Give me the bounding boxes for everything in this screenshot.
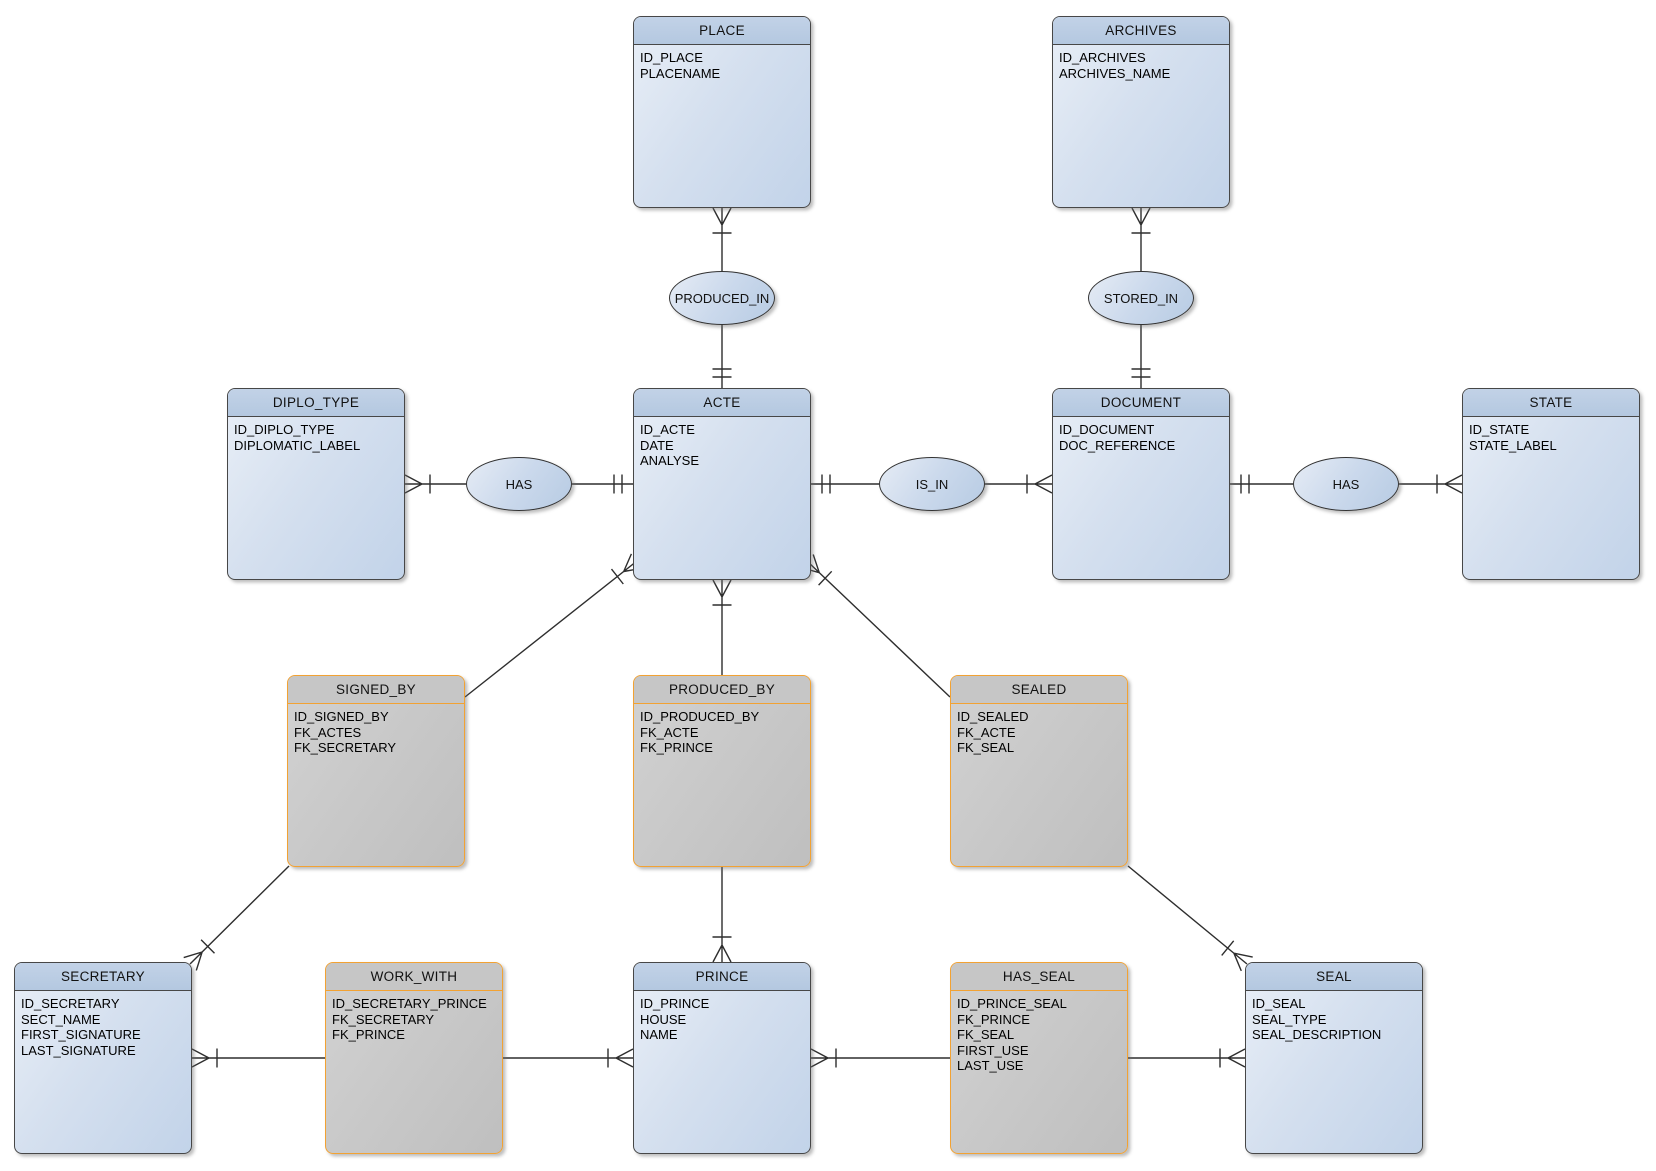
entity-title: ACTE <box>634 389 810 417</box>
entity-prince: PRINCE ID_PRINCE HOUSE NAME <box>633 962 811 1154</box>
entity-attribute: ID_PRINCE <box>640 996 710 1011</box>
junction-work-with: WORK_WITH ID_SECRETARY_PRINCE FK_SECRETA… <box>325 962 503 1154</box>
entity-title: HAS_SEAL <box>951 963 1127 991</box>
entity-attribute: FIRST_SIGNATURE <box>21 1027 141 1042</box>
junction-has-seal: HAS_SEAL ID_PRINCE_SEAL FK_PRINCE FK_SEA… <box>950 962 1128 1154</box>
entity-attribute: SECT_NAME <box>21 1011 101 1027</box>
connector-prince-work_with <box>503 1048 634 1068</box>
entity-attribute: FK_SEAL <box>957 1027 1015 1042</box>
entity-place: PLACE ID_PLACE PLACENAME <box>633 16 811 208</box>
entity-attribute: FK_PRINCE <box>332 1027 405 1042</box>
entity-diplo-type: DIPLO_TYPE ID_DIPLO_TYPE DIPLOMATIC_LABE… <box>227 388 405 580</box>
junction-signed-by: SIGNED_BY ID_SIGNED_BY FK_ACTES FK_SECRE… <box>287 675 465 867</box>
relationship-has-diplo: HAS <box>466 457 572 511</box>
connector-prince-has_seal <box>810 1048 950 1068</box>
entity-seal: SEAL ID_SEAL SEAL_TYPE SEAL_DESCRIPTION <box>1245 962 1423 1154</box>
junction-produced-by: PRODUCED_BY ID_PRODUCED_BY FK_ACTE FK_PR… <box>633 675 811 867</box>
entity-title: STATE <box>1463 389 1639 417</box>
entity-title: PLACE <box>634 17 810 45</box>
connector-acte-produced_in <box>712 325 732 388</box>
entity-attribute: STATE_LABEL <box>1469 437 1557 453</box>
entity-attribute: ID_ARCHIVES <box>1059 50 1146 65</box>
entity-attribute: FK_PRINCE <box>640 740 713 755</box>
connector-document-is_in <box>985 474 1053 494</box>
entity-attribute: FK_ACTES <box>294 724 362 740</box>
entity-title: PRINCE <box>634 963 810 991</box>
entity-attribute: FK_ACTE <box>640 724 699 740</box>
entity-attribute: ID_SEALED <box>957 709 1029 724</box>
connector-acte-is_in <box>811 474 879 494</box>
connector-seal-sealed <box>1127 865 1253 972</box>
entity-attribute: ID_DIPLO_TYPE <box>234 422 335 437</box>
relationship-produced-in: PRODUCED_IN <box>669 271 775 325</box>
relationship-label: PRODUCED_IN <box>674 290 770 306</box>
entity-attribute: FK_SECRETARY <box>332 1011 435 1027</box>
entity-attribute: ID_DOCUMENT <box>1059 422 1155 437</box>
entity-acte: ACTE ID_ACTE DATE ANALYSE <box>633 388 811 580</box>
entity-attribute: FIRST_USE <box>957 1042 1029 1058</box>
connector-diplo_type-has_diplo <box>404 474 466 494</box>
connector-seal-has_seal <box>1128 1048 1246 1068</box>
entity-title: DIPLO_TYPE <box>228 389 404 417</box>
entity-attribute: ID_PRINCE_SEAL <box>957 996 1067 1011</box>
connector-secretary-signed_by <box>183 865 290 971</box>
entity-attribute: ID_PLACE <box>640 50 703 65</box>
entity-attribute: FK_SEAL <box>957 740 1015 755</box>
relationship-label: HAS <box>1332 476 1360 492</box>
connector-acte-has_diplo <box>572 474 633 494</box>
entity-attribute: LAST_SIGNATURE <box>21 1042 136 1058</box>
entity-title: PRODUCED_BY <box>634 676 810 704</box>
entity-attribute: FK_PRINCE <box>957 1011 1030 1027</box>
connector-archives-stored_in <box>1131 207 1151 271</box>
entity-attribute: ID_SECRETARY_PRINCE <box>332 996 487 1011</box>
entity-attribute: ID_ACTE <box>640 422 695 437</box>
connector-secretary-work_with <box>191 1048 325 1068</box>
entity-archives: ARCHIVES ID_ARCHIVES ARCHIVES_NAME <box>1052 16 1230 208</box>
connector-document-stored_in <box>1131 325 1151 388</box>
connector-document-has_state <box>1230 474 1293 494</box>
entity-attribute: ID_SECRETARY <box>21 996 120 1011</box>
entity-title: SEALED <box>951 676 1127 704</box>
entity-title: ARCHIVES <box>1053 17 1229 45</box>
entity-attribute: LAST_USE <box>957 1058 1024 1073</box>
entity-attribute: ID_STATE <box>1469 422 1530 437</box>
entity-attribute: DIPLOMATIC_LABEL <box>234 437 361 453</box>
entity-attribute: DATE <box>640 437 674 453</box>
entity-attribute: ID_SEAL <box>1252 996 1306 1011</box>
entity-attribute: ARCHIVES_NAME <box>1059 65 1171 81</box>
connector-acte-produced_by <box>712 579 732 675</box>
relationship-stored-in: STORED_IN <box>1088 271 1194 325</box>
connector-prince-produced_by <box>712 867 732 963</box>
relationship-label: STORED_IN <box>1103 290 1179 306</box>
relationship-label: HAS <box>505 476 533 492</box>
entity-title: SECRETARY <box>15 963 191 991</box>
entity-attribute: ANALYSE <box>640 453 700 468</box>
entity-attribute: SEAL_DESCRIPTION <box>1252 1027 1382 1042</box>
entity-attribute: FK_SECRETARY <box>294 740 397 755</box>
entity-secretary: SECRETARY ID_SECRETARY SECT_NAME FIRST_S… <box>14 962 192 1154</box>
entity-attribute: ID_PRODUCED_BY <box>640 709 760 724</box>
entity-attribute: DOC_REFERENCE <box>1059 437 1176 453</box>
entity-attribute: ID_SIGNED_BY <box>294 709 389 724</box>
connector-acte-sealed <box>800 554 951 698</box>
entity-attribute: PLACENAME <box>640 65 721 81</box>
relationship-has-state: HAS <box>1293 457 1399 511</box>
entity-attribute: HOUSE <box>640 1011 687 1027</box>
relationship-is-in: IS_IN <box>879 457 985 511</box>
entity-title: SIGNED_BY <box>288 676 464 704</box>
entity-state: STATE ID_STATE STATE_LABEL <box>1462 388 1640 580</box>
entity-title: SEAL <box>1246 963 1422 991</box>
entity-title: DOCUMENT <box>1053 389 1229 417</box>
connector-place-produced_in <box>712 207 732 271</box>
entity-attribute: FK_ACTE <box>957 724 1016 740</box>
entity-document: DOCUMENT ID_DOCUMENT DOC_REFERENCE <box>1052 388 1230 580</box>
connector-acte-signed_by <box>464 553 643 698</box>
relationship-label: IS_IN <box>915 476 949 492</box>
entity-attribute: SEAL_TYPE <box>1252 1011 1327 1027</box>
entity-attribute: NAME <box>640 1027 678 1042</box>
entity-title: WORK_WITH <box>326 963 502 991</box>
connector-state-has_state <box>1399 474 1463 494</box>
junction-sealed: SEALED ID_SEALED FK_ACTE FK_SEAL <box>950 675 1128 867</box>
